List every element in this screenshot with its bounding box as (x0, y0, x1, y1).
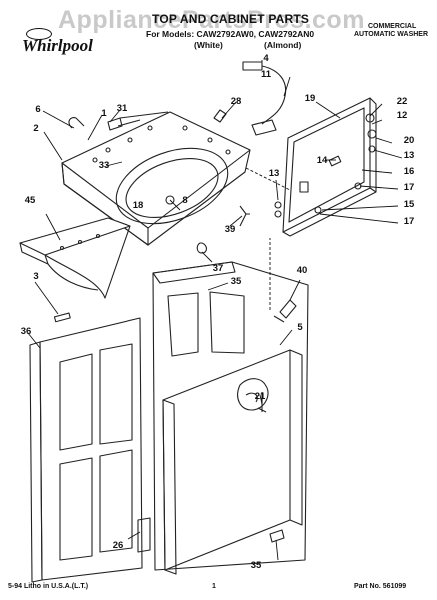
callout-17-upper: 17 (403, 182, 415, 193)
product-type-line2: AUTOMATIC WASHER (354, 31, 429, 38)
callout-16: 16 (403, 166, 415, 177)
callout-5: 5 (297, 322, 303, 333)
callout-31: 31 (116, 103, 128, 114)
callout-14: 14 (316, 155, 328, 166)
callout-37: 36 (20, 326, 32, 337)
callout-8: 8 (182, 195, 188, 206)
footer-page-number: 1 (212, 583, 216, 590)
callout-35: 35 (250, 560, 262, 571)
washer-lid (282, 97, 377, 237)
callout-36: 35 (230, 276, 242, 287)
callout-13-left: 13 (268, 168, 280, 179)
callout-2: 2 (33, 123, 39, 134)
callout-22: 22 (396, 96, 408, 107)
callout-26: 26 (112, 540, 124, 551)
footer-part-number: Part No. 561099 (354, 583, 407, 590)
callout-33: 33 (98, 160, 110, 171)
trim-shelf (19, 217, 131, 299)
callout-1: 1 (101, 108, 107, 119)
clip-3 (53, 312, 71, 323)
brand-logo-badge (26, 28, 52, 40)
callout-12: 12 (396, 110, 408, 121)
callout-20: 20 (403, 135, 415, 146)
callout-38: 37 (212, 263, 224, 274)
callout-45: 45 (24, 195, 36, 206)
callout-18: 18 (132, 200, 144, 211)
callout-4: 4 (263, 53, 269, 64)
callout-3: 3 (33, 271, 39, 282)
callout-15: 15 (403, 199, 415, 210)
product-type-line1: COMMERCIAL (368, 23, 417, 30)
callout-21: 21 (254, 391, 266, 402)
lid-hardware (274, 113, 377, 218)
cabinet-side-left (29, 317, 151, 583)
footer-litho: 5-94 Litho in U.S.A.(L.T.) (8, 583, 89, 590)
models-line: For Models: CAW2792AW0, CAW2792AN0 (146, 29, 315, 39)
callout-39: 39 (224, 224, 236, 235)
callout-11: 11 (260, 69, 272, 80)
callout-6: 6 (35, 104, 41, 115)
callout-40: 40 (296, 265, 308, 276)
callout-28: 28 (230, 96, 242, 107)
watermark: AppliancePartsPros.com (58, 6, 365, 34)
color-almond-label: (Almond) (264, 40, 302, 50)
color-white-label: (White) (194, 40, 223, 50)
diagram-title: TOP AND CABINET PARTS (152, 12, 310, 26)
cabinet-side-right (162, 349, 303, 575)
brand-logo: Whirlpool (22, 36, 93, 55)
callout-13-right: 13 (403, 150, 415, 161)
callout-19: 19 (304, 93, 316, 104)
callout-leaders (27, 60, 403, 561)
callout-17-lower: 17 (403, 216, 415, 227)
washer-top-panel (61, 111, 251, 246)
